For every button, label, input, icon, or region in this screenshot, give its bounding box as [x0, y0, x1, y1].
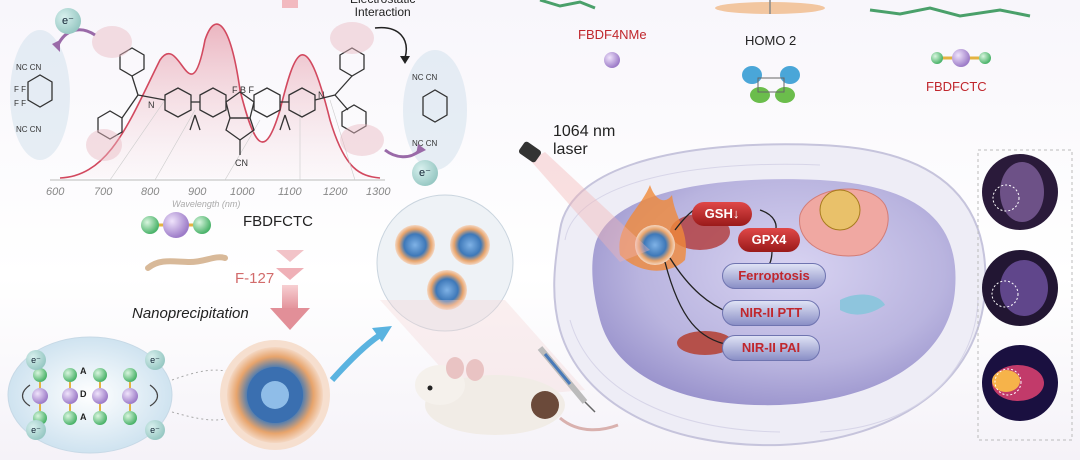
nanoparticle — [220, 340, 330, 450]
homo2-label: HOMO 2 — [745, 33, 797, 48]
arrowhead — [52, 40, 60, 52]
process-arrow — [270, 0, 310, 330]
heat-flame — [619, 185, 687, 271]
acceptor-molecule-left: NC CN NC CN F F F F — [10, 30, 70, 160]
zoom-line — [171, 411, 231, 421]
fbdfctc-model-left — [141, 212, 211, 238]
donor-acceptor-lattice — [7, 336, 173, 454]
x-tick: 1200 — [323, 186, 348, 198]
acceptor-letter: A — [80, 412, 87, 422]
ferroptosis-pill: Ferroptosis — [722, 263, 826, 289]
electron-badge: e⁻ — [145, 420, 165, 440]
acceptor-letter: A — [80, 366, 87, 376]
electron-badge: e⁻ — [26, 350, 46, 370]
arrowhead — [400, 56, 410, 64]
fbdf4nme-molecule-fragment — [539, 0, 620, 68]
nanoparticle-zoom — [376, 194, 514, 332]
imaging-panels — [982, 154, 1058, 421]
electron-badge: e⁻ — [26, 420, 46, 440]
laser-label: 1064 nm laser — [553, 123, 616, 158]
laser-beam — [518, 141, 650, 262]
fbdf4nme-label: FBDF4NMe — [578, 27, 647, 42]
gpx4-pill: GPX4 — [738, 228, 800, 252]
x-tick: 1100 — [278, 186, 302, 198]
fbdfctc-molecule — [97, 47, 367, 155]
svg-text:NC CN: NC CN — [412, 73, 438, 82]
x-tick: 1000 — [230, 186, 255, 198]
zoom-line — [171, 369, 231, 381]
zoom-arrow — [329, 332, 382, 383]
f127-label: F-127 — [235, 270, 275, 287]
arrowhead — [372, 326, 392, 342]
electron-badge: e⁻ — [145, 350, 165, 370]
cell-illustration — [553, 143, 987, 447]
syringe — [537, 346, 596, 413]
absorption-spectrum — [50, 23, 385, 181]
nir-ii-ptt-pill: NIR-II PTT — [722, 300, 820, 326]
electrostatic-interaction-label: Electrostatic Interaction — [350, 0, 415, 19]
electron-badge: e⁻ — [412, 160, 438, 186]
donor-highlights — [86, 22, 384, 161]
electrostatic-arrow — [374, 26, 407, 59]
fbdfctc-label: FBDFCTC — [243, 213, 313, 230]
mouse-illustration — [415, 357, 619, 435]
gsh-pill: GSH↓ — [692, 202, 752, 226]
donor-letter: D — [80, 389, 87, 399]
electron-badge: e⁻ — [55, 8, 81, 34]
svg-text:NC CN: NC CN — [16, 63, 42, 72]
x-tick: 900 — [188, 186, 207, 198]
x-tick: 800 — [141, 186, 160, 198]
x-tick: 1300 — [366, 186, 391, 198]
cn-group: CN — [235, 158, 248, 168]
x-axis-label: Wavelength (nm) — [172, 199, 241, 209]
boron-atom: F B F — [232, 85, 255, 95]
nitrogen-atom: N — [318, 90, 325, 100]
nanoprecipitation-label: Nanoprecipitation — [132, 305, 249, 322]
acceptor-molecule-right: NC CN NC CN — [403, 50, 467, 170]
x-tick: 700 — [94, 186, 113, 198]
fbdfctc-molecule-fragment — [869, 6, 1031, 67]
x-tick: 600 — [46, 186, 65, 198]
arrowhead — [416, 144, 426, 155]
nitrogen-atom: N — [148, 100, 155, 110]
svg-text:F F: F F — [14, 85, 26, 94]
nir-ii-pai-pill: NIR-II PAI — [722, 335, 820, 361]
svg-text:NC CN: NC CN — [412, 139, 438, 148]
svg-text:NC CN: NC CN — [16, 125, 42, 134]
homo-orbital — [715, 0, 825, 103]
f127-polymer — [145, 254, 228, 271]
fbdfctc-top-label: FBDFCTC — [926, 79, 987, 94]
zoom-cone — [380, 300, 585, 400]
svg-text:F F: F F — [14, 99, 26, 108]
